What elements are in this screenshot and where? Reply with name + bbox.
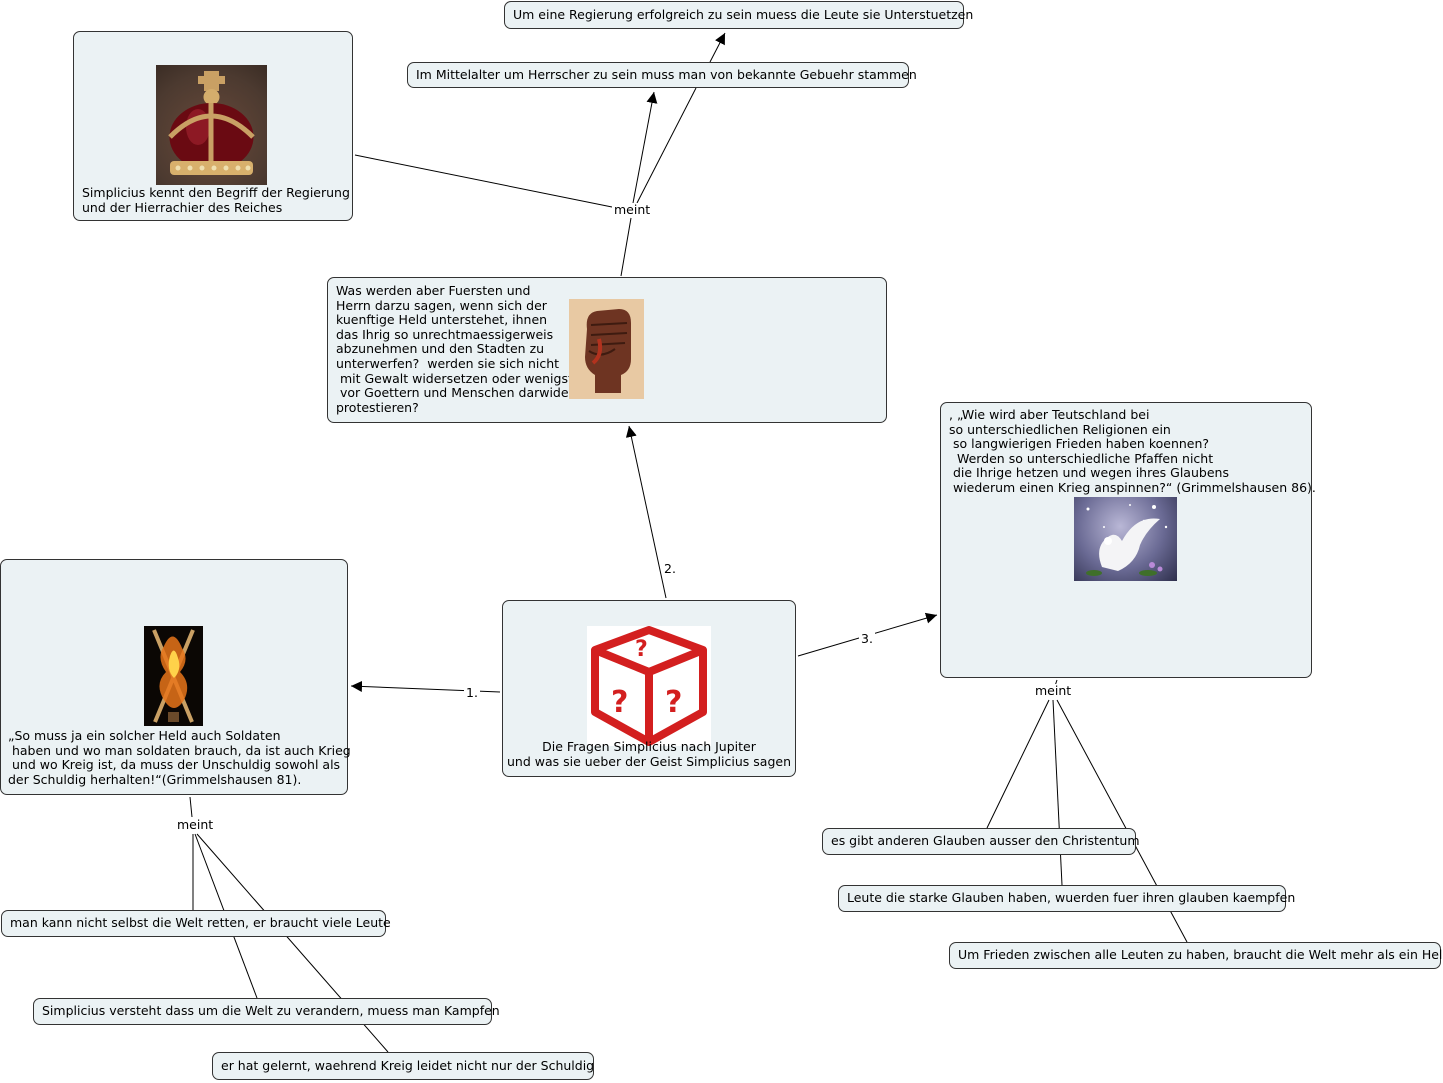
link-meint-glauben	[986, 699, 1050, 829]
link-meint-regierung	[636, 87, 697, 204]
crossed-swords-fire-icon	[144, 626, 203, 726]
crown-node[interactable]: Simplicius kennt den Begriff der Regieru…	[73, 31, 353, 221]
note-regierung-text: Um eine Regierung erfolgreich zu sein mu…	[513, 6, 974, 22]
meint-label-left: meint	[175, 817, 216, 832]
note-starke-text: Leute die starke Glauben haben, wuerden …	[847, 890, 1296, 906]
white-dove-icon	[1074, 497, 1177, 581]
link-left-meint	[189, 796, 193, 818]
note-gelernt-text: er hat gelernt, waehrend Kreig leidet ni…	[221, 1057, 595, 1073]
note-welt-text: man kann nicht selbst die Welt retten, e…	[10, 915, 391, 931]
note-kampfen-text: Simplicius versteht dass um die Welt zu …	[42, 1003, 500, 1019]
center-node[interactable]: ? ? ? Die Fragen Simplicius nach Jupiter…	[502, 600, 796, 777]
link-meint-mittelalter	[632, 91, 658, 204]
note-kampfen[interactable]: Simplicius versteht dass um die Welt zu …	[33, 998, 500, 1025]
link-to-regierung	[709, 32, 726, 63]
note-frieden-text: Um Frieden zwischen alle Leuten zu haben…	[958, 947, 1443, 963]
note-frieden[interactable]: Um Frieden zwischen alle Leuten zu haben…	[949, 942, 1443, 969]
center-node-text: Die Fragen Simplicius nach Jupiter und w…	[506, 739, 792, 769]
link-label-1: 1.	[464, 685, 480, 700]
raised-fist-icon	[569, 299, 644, 399]
link-center-top	[625, 425, 667, 599]
link-label-3: 3.	[859, 631, 875, 646]
note-starke[interactable]: Leute die starke Glauben haben, wuerden …	[838, 885, 1295, 912]
right-quote-text: , „Wie wird aber Teutschland bei so unte…	[949, 407, 1316, 495]
note-gelernt[interactable]: er hat gelernt, waehrend Kreig leidet ni…	[212, 1052, 594, 1080]
note-mittelalter-text: Im Mittelalter um Herrscher zu sein muss…	[416, 66, 917, 82]
note-glauben-text: es gibt anderen Glauben ausser den Chris…	[831, 833, 1140, 849]
meint-label-top: meint	[612, 202, 653, 217]
svg-text:?: ?	[611, 685, 628, 720]
note-regierung[interactable]: Um eine Regierung erfolgreich zu sein mu…	[504, 1, 973, 29]
note-mittelalter[interactable]: Im Mittelalter um Herrscher zu sein muss…	[407, 62, 917, 88]
link-top-meint	[620, 217, 632, 277]
right-quote-node[interactable]: , „Wie wird aber Teutschland bei so unte…	[940, 402, 1316, 678]
meint-label-right: meint	[1033, 683, 1074, 698]
top-quote-text: Was werden aber Fuersten und Herrn darzu…	[336, 283, 574, 415]
note-glauben[interactable]: es gibt anderen Glauben ausser den Chris…	[822, 828, 1140, 855]
link-meint-starke	[1052, 699, 1063, 886]
link-meint-crown	[354, 154, 613, 208]
crown-node-text: Simplicius kennt den Begriff der Regieru…	[82, 185, 350, 215]
note-welt[interactable]: man kann nicht selbst die Welt retten, e…	[1, 910, 391, 937]
link-label-2: 2.	[662, 561, 678, 576]
question-dice-icon: ? ? ?	[587, 626, 711, 746]
top-quote-node[interactable]: Was werden aber Fuersten und Herrn darzu…	[327, 277, 887, 423]
svg-text:?: ?	[665, 685, 682, 720]
svg-text:?: ?	[635, 637, 648, 662]
left-quote-text: „So muss ja ein solcher Held auch Soldat…	[8, 728, 351, 787]
crown-icon	[156, 65, 267, 185]
left-quote-node[interactable]: „So muss ja ein solcher Held auch Soldat…	[0, 559, 351, 795]
